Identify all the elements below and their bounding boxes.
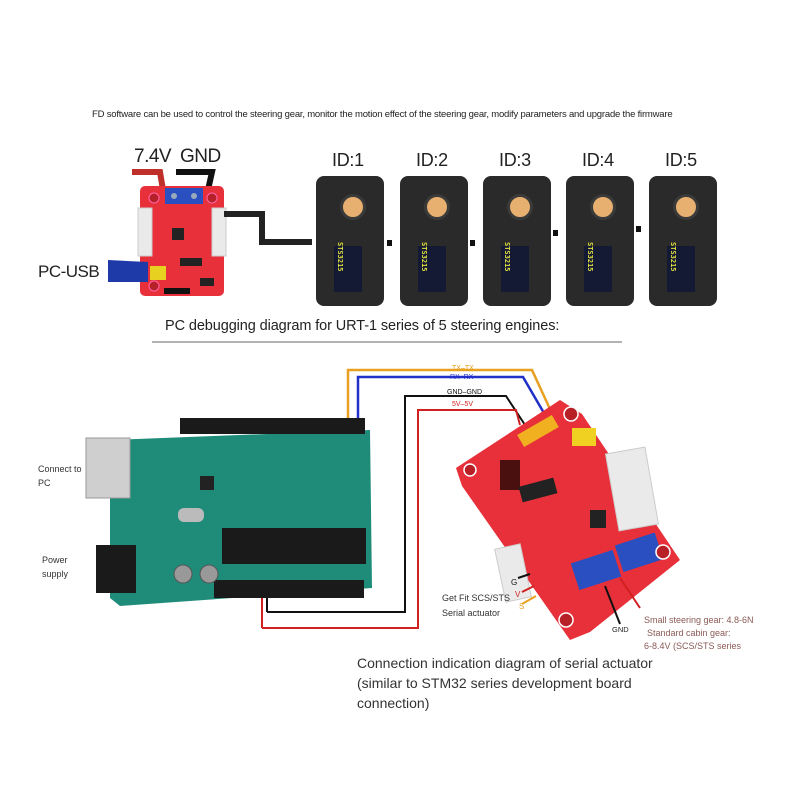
servo-model-text: STS3215: [586, 242, 594, 272]
servo-port-note-line1: Get Fit SCS/STS: [442, 593, 511, 603]
power-wire-positive: [132, 169, 166, 191]
servo-label-panel: [501, 246, 529, 292]
usb-connector: [108, 260, 148, 282]
lead-g: [517, 573, 531, 579]
servo-model-text: STS3215: [336, 242, 344, 272]
wire-5v: [262, 409, 521, 629]
wire-gnd: [267, 395, 528, 613]
servo-links: [387, 226, 641, 246]
lead-gnd: [604, 585, 621, 625]
pin-s: S: [519, 602, 525, 611]
servo-3: STS3215: [483, 176, 551, 306]
servo-id-label: ID:4: [582, 150, 614, 170]
lead-s: [521, 595, 537, 605]
servo-4: STS3215: [566, 176, 634, 306]
bus-driver-board: [456, 400, 680, 640]
servo-label-panel: [584, 246, 612, 292]
intro-text: FD software can be used to control the s…: [92, 109, 673, 120]
pin-v: V: [515, 590, 521, 599]
servo-horn: [424, 194, 450, 220]
power-note-line2: Standard cabin gear:: [647, 628, 731, 638]
urt1-board: [137, 186, 227, 296]
label-connect-to-pc: Connect to PC: [38, 464, 82, 488]
lead-power: [619, 577, 641, 609]
label-tx: TX–TX: [452, 365, 474, 372]
wire-rx: [356, 375, 550, 428]
servo-1: STS3215: [316, 176, 384, 306]
caption-connection: Connection indication diagram of serial …: [357, 655, 653, 711]
servo-model-text: STS3215: [503, 242, 511, 272]
servo-model-text: STS3215: [420, 242, 428, 272]
label-pc-usb: PC-USB: [38, 262, 100, 281]
label-rx: RX–RX: [450, 374, 474, 381]
label-gnd-gnd: GND–GND: [447, 389, 483, 396]
servo-horn: [507, 194, 533, 220]
power-note-line3: 6-8.4V (SCS/STS series: [644, 641, 742, 651]
label-gnd: GND: [180, 146, 221, 167]
label-7v4: 7.4V: [134, 146, 172, 167]
label-5v-5v: 5V–5V: [452, 401, 474, 408]
servo-id-label: ID:5: [665, 150, 697, 170]
servo-5: STS3215: [649, 176, 717, 306]
power-wire-ground: [176, 169, 216, 191]
servo-label-panel: [667, 246, 695, 292]
servo-2: STS3215: [400, 176, 468, 306]
servo-horn: [590, 194, 616, 220]
servo-port-note-line2: Serial actuator: [442, 608, 501, 618]
pin-g: G: [511, 578, 518, 587]
servo-id-label: ID:1: [332, 150, 364, 170]
caption-pc-debugging: PC debugging diagram for URT-1 series of…: [165, 318, 560, 334]
arduino-board: [85, 418, 372, 606]
lead-v: [521, 585, 535, 593]
power-note-line1: Small steering gear: 4.8-6N: [644, 615, 754, 625]
label-power-supply: Power supply: [42, 555, 69, 579]
servo-port-note: Get Fit SCS/STS Serial actuator: [442, 591, 510, 621]
servo-label-panel: [418, 246, 446, 292]
servo-bus-cable: [224, 211, 312, 245]
wire-tx: [346, 368, 557, 428]
power-note: Small steering gear: 4.8-6N Standard cab…: [644, 614, 754, 653]
servo-horn: [673, 194, 699, 220]
servo-label-panel: [334, 246, 362, 292]
servo-id-label: ID:3: [499, 150, 531, 170]
servo-id-label: ID:2: [416, 150, 448, 170]
servo-model-text: STS3215: [669, 242, 677, 272]
servo-horn: [340, 194, 366, 220]
label-board-gnd: GND: [612, 625, 629, 634]
